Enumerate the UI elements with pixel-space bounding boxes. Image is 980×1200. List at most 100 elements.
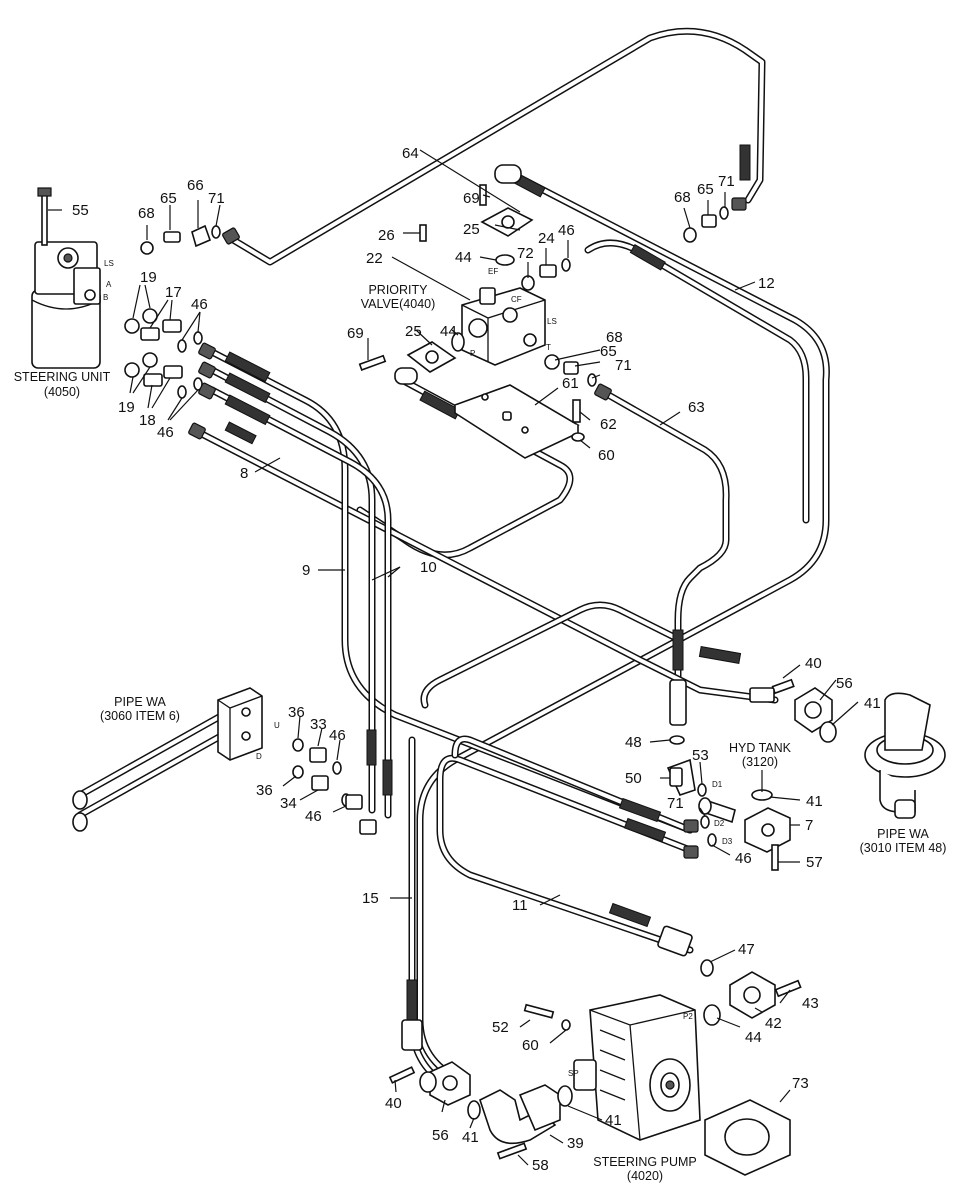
callout-26: 26 — [378, 227, 395, 244]
callout-65: 65 — [600, 343, 617, 360]
port-d2: D2 — [714, 819, 725, 828]
callout-44: 44 — [455, 249, 472, 266]
port-sp: SP — [568, 1069, 579, 1078]
callout-48: 48 — [625, 734, 642, 751]
callout-44: 44 — [745, 1029, 762, 1046]
leader-lines — [48, 149, 859, 1166]
callout-12: 12 — [758, 275, 775, 292]
port-d3: D3 — [722, 837, 733, 846]
callout-25: 25 — [405, 323, 422, 340]
callout-68: 68 — [674, 189, 691, 206]
port-b: B — [103, 293, 108, 302]
fittings-small — [124, 184, 837, 1160]
callout-46: 46 — [157, 424, 174, 441]
steering-unit — [31, 187, 101, 369]
steering-unit-code: (4050) — [44, 385, 80, 399]
callout-25: 25 — [463, 221, 480, 238]
pipe-wa-right-label: PIPE WA — [877, 827, 929, 841]
callout-46: 46 — [558, 222, 575, 239]
steering-pump — [573, 994, 701, 1141]
callout-71: 71 — [667, 795, 684, 812]
hyd-tank-label: HYD TANK — [729, 741, 792, 755]
callout-41: 41 — [605, 1112, 622, 1129]
callout-68: 68 — [606, 329, 623, 346]
callout-18: 18 — [139, 412, 156, 429]
callout-56: 56 — [836, 675, 853, 692]
hose-11 — [436, 754, 694, 954]
callout-69: 69 — [347, 325, 364, 342]
callout-39: 39 — [567, 1135, 584, 1152]
mounting-plate-61 — [453, 384, 580, 459]
pipe-wa-right — [864, 692, 946, 819]
callout-17: 17 — [165, 284, 182, 301]
callout-19: 19 — [118, 399, 135, 416]
flange-56-right — [794, 687, 833, 733]
port-p: P — [470, 349, 475, 358]
callout-57: 57 — [806, 854, 823, 871]
callout-61: 61 — [562, 375, 579, 392]
callout-46: 46 — [191, 296, 208, 313]
callout-44: 44 — [440, 323, 457, 340]
callout-60: 60 — [522, 1037, 539, 1054]
callout-72: 72 — [517, 245, 534, 262]
flange-42 — [729, 971, 776, 1019]
callout-10: 10 — [420, 559, 437, 576]
priority-valve-label: PRIORITY — [368, 283, 428, 297]
port-ls-unit: LS — [104, 259, 114, 268]
elbow-39 — [429, 1061, 561, 1145]
callout-41: 41 — [462, 1129, 479, 1146]
port-labels: LS A B EF CF P T LS U D D1 D2 D3 P2 SP — [103, 259, 733, 1078]
pipe-wa-left — [72, 687, 263, 832]
callout-71: 71 — [615, 357, 632, 374]
callout-52: 52 — [492, 1019, 509, 1036]
port-cf: CF — [511, 295, 522, 304]
component-labels: STEERING UNIT (4050) PRIORITY VALVE(4040… — [14, 283, 947, 1183]
callout-46: 46 — [329, 727, 346, 744]
port-d: D — [256, 752, 262, 761]
callout-36: 36 — [256, 782, 273, 799]
callout-41: 41 — [806, 793, 823, 810]
steering-pump-code: (4020) — [627, 1169, 663, 1183]
steering-unit-label: STEERING UNIT — [14, 370, 111, 384]
port-a: A — [106, 280, 112, 289]
callout-8: 8 — [240, 465, 248, 482]
callout-63: 63 — [688, 399, 705, 416]
callout-41: 41 — [864, 695, 881, 712]
port-ls-valve: LS — [547, 317, 557, 326]
callout-42: 42 — [765, 1015, 782, 1032]
callout-64: 64 — [402, 145, 419, 162]
port-p2: P2 — [683, 1012, 693, 1021]
port-d1: D1 — [712, 780, 723, 789]
callout-7: 7 — [805, 817, 813, 834]
hoses — [76, 27, 830, 1084]
callout-65: 65 — [160, 190, 177, 207]
callout-55: 55 — [72, 202, 89, 219]
port-t: T — [546, 343, 551, 352]
gasket-73 — [704, 1099, 791, 1176]
port-ef: EF — [488, 267, 498, 276]
callout-11: 11 — [512, 897, 528, 914]
callout-36: 36 — [288, 704, 305, 721]
callout-24: 24 — [538, 230, 555, 247]
callout-56: 56 — [432, 1127, 449, 1144]
callout-71: 71 — [718, 173, 735, 190]
callout-53: 53 — [692, 747, 709, 764]
callout-50: 50 — [625, 770, 642, 787]
fitting-53 — [698, 797, 736, 824]
callout-68: 68 — [138, 205, 155, 222]
callout-34: 34 — [280, 795, 297, 812]
priority-valve-code: VALVE(4040) — [361, 297, 436, 311]
callout-62: 62 — [600, 416, 617, 433]
priority-valve — [461, 287, 546, 366]
callout-60: 60 — [598, 447, 615, 464]
pipe-wa-left-label: PIPE WA — [114, 695, 166, 709]
port-u: U — [274, 721, 280, 730]
callout-46: 46 — [305, 808, 322, 825]
callout-46: 46 — [735, 850, 752, 867]
callout-66: 66 — [187, 177, 204, 194]
callout-58: 58 — [532, 1157, 549, 1174]
flange-25-top — [480, 164, 534, 237]
callout-73: 73 — [792, 1075, 809, 1092]
tank-block-7 — [744, 807, 791, 871]
